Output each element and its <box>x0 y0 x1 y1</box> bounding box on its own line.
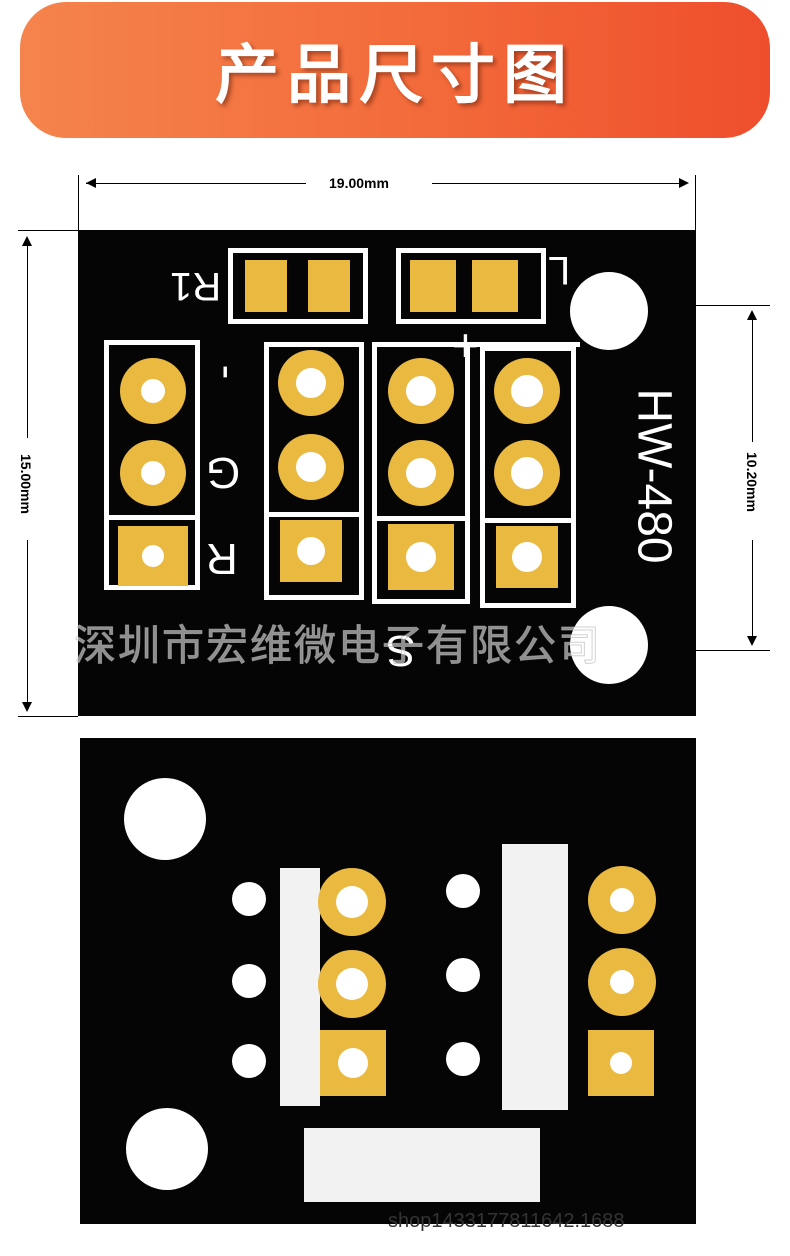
pin-pad-square <box>588 1030 654 1096</box>
width-dimension-label: 19.00mm <box>329 175 389 191</box>
pin-pad-square <box>320 1030 386 1096</box>
led-pad <box>410 260 456 312</box>
pin-label-minus: - <box>203 364 253 380</box>
pin-pad <box>494 358 560 424</box>
mounting-hole <box>124 778 206 860</box>
led-pad <box>472 260 518 312</box>
pin-pad <box>588 948 656 1016</box>
mounting-hole <box>126 1108 208 1190</box>
via-hole <box>446 958 480 992</box>
banner-title: 产品尺寸图 <box>215 39 575 113</box>
silk-divider <box>264 512 364 517</box>
arrow-down-icon <box>22 702 32 712</box>
resistor-pad <box>308 260 350 312</box>
via-hole <box>446 1042 480 1076</box>
pin-header-2 <box>264 342 364 600</box>
pin-pad-square <box>280 520 342 582</box>
pin-pad-square <box>388 524 454 590</box>
silk-divider <box>480 518 576 523</box>
spacing-dimension-line-bottom <box>752 540 753 642</box>
pin-pad <box>318 868 386 936</box>
width-extension-right <box>695 175 696 230</box>
corner-mark: L <box>548 248 571 292</box>
height-extension-bottom <box>18 716 78 717</box>
pin-pad <box>388 358 454 424</box>
height-dimension-line-top <box>27 238 28 438</box>
via-hole <box>232 964 266 998</box>
pin-header-3 <box>372 342 470 604</box>
pin-label-g: G <box>206 448 241 497</box>
header-banner: 产品尺寸图 <box>20 2 770 138</box>
silk-bar <box>502 844 568 1110</box>
pin-pad <box>388 440 454 506</box>
pin-label-r: R <box>206 534 238 583</box>
pcb-top-view: R1 L - G R + S HW-480 <box>78 230 696 716</box>
arrow-left-icon <box>86 178 96 188</box>
pin-pad-square <box>496 526 558 588</box>
pin-pad-square <box>118 526 188 586</box>
mounting-hole <box>570 272 648 350</box>
silk-divider <box>104 515 200 520</box>
pin-pad <box>588 866 656 934</box>
pcb-bottom-view <box>80 738 696 1224</box>
mounting-hole <box>570 606 648 684</box>
arrow-up-icon <box>22 236 32 246</box>
pin-pad <box>494 440 560 506</box>
spacing-dimension-line-top <box>752 312 753 442</box>
via-hole <box>232 1044 266 1078</box>
width-extension-left <box>78 175 79 230</box>
silk-bar <box>304 1128 540 1202</box>
silk-line <box>430 342 580 347</box>
height-dimension-label: 15.00mm <box>18 450 34 518</box>
spacing-dimension-label: 10.20mm <box>744 448 760 516</box>
via-hole <box>446 874 480 908</box>
arrow-down-icon <box>747 636 757 646</box>
resistor-footprint <box>228 248 368 324</box>
spacing-extension-bottom <box>655 650 770 651</box>
pin-pad <box>318 950 386 1018</box>
silk-divider <box>372 516 470 521</box>
company-watermark: 深圳市宏维微电子有限公司 <box>73 621 603 671</box>
pin-pad <box>120 358 186 424</box>
via-hole <box>232 882 266 916</box>
led-footprint <box>396 248 546 324</box>
height-dimension-line-bottom <box>27 540 28 708</box>
model-label: HW-480 <box>627 388 681 564</box>
resistor-label: R1 <box>170 264 222 308</box>
resistor-pad <box>245 260 287 312</box>
width-dimension-line-left <box>86 183 306 184</box>
width-dimension-line-right <box>432 183 686 184</box>
pin-pad <box>278 350 344 416</box>
height-extension-top <box>18 230 78 231</box>
arrow-right-icon <box>679 178 689 188</box>
pin-pad <box>278 434 344 500</box>
spacing-extension-top <box>655 305 770 306</box>
silk-bar <box>280 868 320 1106</box>
pin-header-1 <box>104 340 200 590</box>
pin-pad <box>120 440 186 506</box>
arrow-up-icon <box>747 310 757 320</box>
pin-header-4 <box>480 346 576 608</box>
shop-url: shop1433177811642.1688 <box>388 1210 625 1232</box>
